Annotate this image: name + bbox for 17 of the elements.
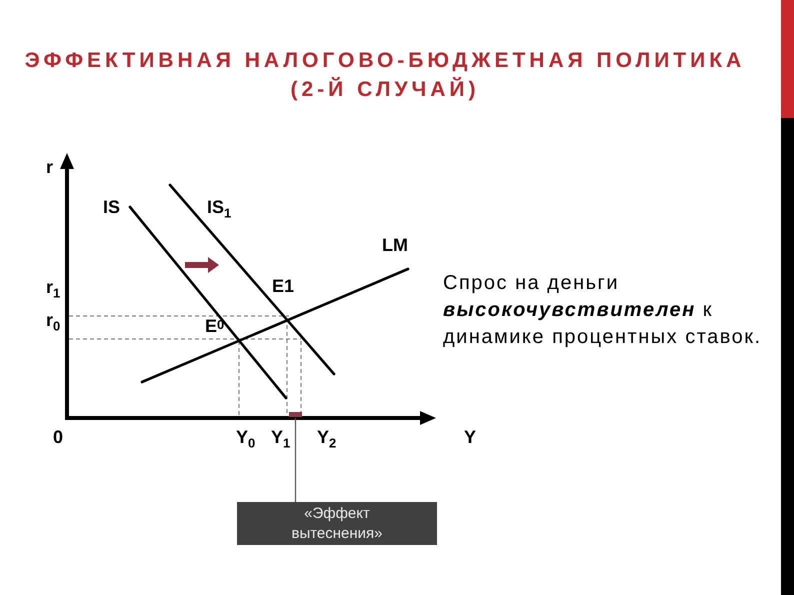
axis-label: r [46, 158, 54, 178]
tick-label: Y$_{1}$ [271, 428, 290, 448]
tick-label: Y$_{0}$ [236, 428, 256, 448]
origin-label: 0 [53, 428, 64, 448]
point-label: E1 [272, 277, 294, 297]
axis-label: Y [464, 428, 476, 448]
tick-label: r$_{1}$ [46, 278, 60, 298]
tick-label: Y$_{2}$ [317, 428, 336, 448]
leader-line [294, 418, 296, 502]
tick-label: r$_{0}$ [46, 311, 60, 331]
curve-label: IS$_{1}$ [207, 198, 232, 218]
highlight-bar [289, 412, 302, 417]
note-text: Спрос на деньги высокочувствителен к динамике процентных ставок. [443, 271, 763, 350]
curve-label: IS [103, 198, 120, 218]
slide-title: ЭФФЕКТИВНАЯ НАЛОГОВО-БЮДЖЕТНАЯ ПОЛИТИКА (2-Й СЛУЧАЙ) [24, 48, 746, 104]
callout-box: «Эффект вытеснения» [237, 502, 437, 545]
curve-label: LM [382, 236, 408, 256]
